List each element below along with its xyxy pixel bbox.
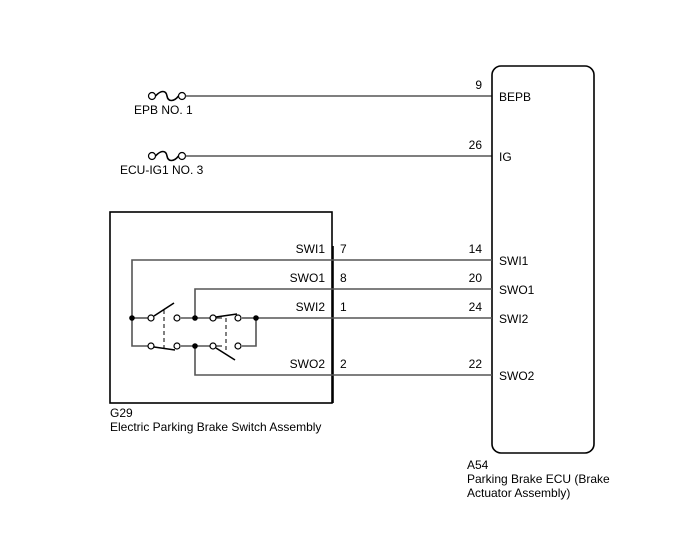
fuse-label-ecu-ig1: ECU-IG1 NO. 3 [120,163,204,177]
sw-pin-number-swi1: 7 [340,242,347,256]
junction-dot [253,315,259,321]
fuse-terminal-left [147,151,157,161]
fuse-element-icon [154,90,180,102]
contact-terminal [234,314,242,322]
contact-terminal [234,342,242,350]
contact-terminal [173,342,181,350]
ecu-pin-label-swi2: SWI2 [499,312,529,326]
ecu-name-line2: Actuator Assembly) [467,486,570,500]
harness-wires [131,259,492,376]
junction-dot [192,315,198,321]
fuse-element-icon [154,150,180,162]
fuse-epb-no1: EPB NO. 1 [134,90,492,117]
fuse-terminal-left [147,91,157,101]
ecu-pin-number-swi1: 14 [469,242,483,256]
sw-pin-label-swi1: SWI1 [296,242,326,256]
junction-dot [129,315,135,321]
switch-blade-icon [215,313,238,318]
switch-assembly-name: Electric Parking Brake Switch Assembly [110,420,321,434]
ecu-pin-number-bepb: 9 [475,78,482,92]
ecu-pin-label-ig: IG [499,150,512,164]
sw-pin-number-swi2: 1 [340,300,347,314]
fuse-label-epb: EPB NO. 1 [134,103,193,117]
junction-dot [192,343,198,349]
contact-terminal [209,314,217,322]
ecu-pin-label-swi1: SWI1 [499,254,529,268]
contact-terminal [147,342,155,350]
wire-swo2 [194,346,492,376]
ecu-pin-label-swo2: SWO2 [499,369,535,383]
sw-pin-number-swo1: 8 [340,271,347,285]
ecu-pin-number-swo2: 22 [469,357,483,371]
ecu-pin-number-swo1: 20 [469,271,483,285]
switch-assembly-code: G29 [110,406,133,420]
sw-pin-number-swo2: 2 [340,357,347,371]
ecu-name-line1: Parking Brake ECU (Brake [467,472,610,486]
wire-swo1 [194,288,492,318]
switch-contacts [129,302,259,361]
ecu-pin-number-ig: 26 [469,138,483,152]
fuse-terminal-right [177,91,187,101]
contact-terminal [173,314,181,322]
sw-pin-label-swo2: SWO2 [290,357,326,371]
fuse-ecu-ig1-no3: ECU-IG1 NO. 3 [120,150,492,177]
wire-swi1 [131,259,492,318]
switch-blade-icon [153,302,175,317]
switch-assembly-box [109,211,333,404]
ecu-code: A54 [467,458,489,472]
sw-pin-label-swo1: SWO1 [290,271,326,285]
fuse-terminal-right [177,151,187,161]
ecu-pin-label-bepb: BEPB [499,90,531,104]
contact-terminal [147,314,155,322]
sw-pin-label-swi2: SWI2 [296,300,326,314]
switch-blade-icon [215,347,236,361]
contact-terminal [209,342,217,350]
ecu-pin-number-swi2: 24 [469,300,483,314]
ecu-pin-label-swo1: SWO1 [499,283,535,297]
switch-blade-icon [153,346,176,351]
